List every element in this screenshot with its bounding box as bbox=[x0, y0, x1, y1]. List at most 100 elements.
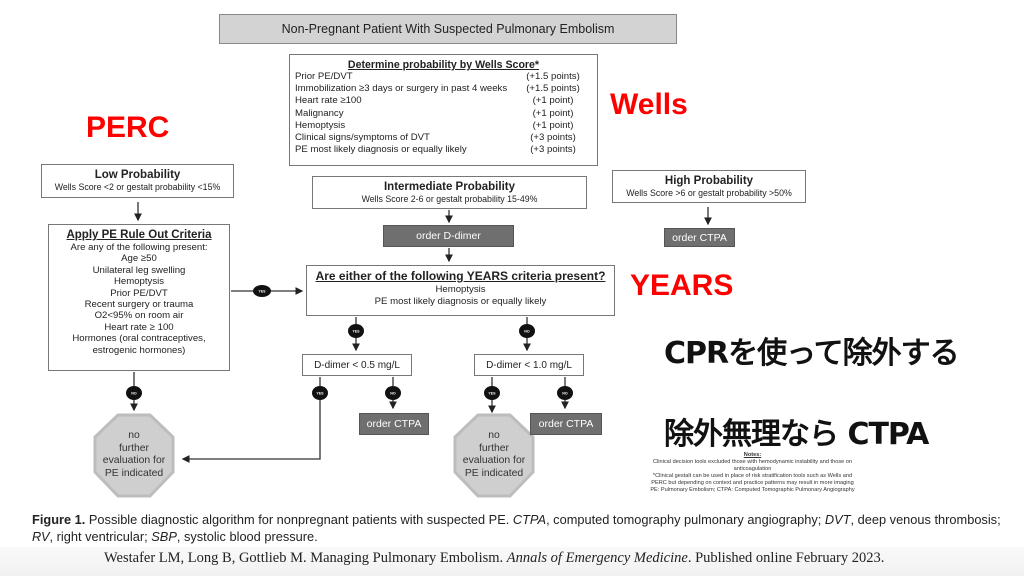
wells-points: (+1.5 points) bbox=[526, 71, 580, 82]
figure-caption: Figure 1. Possible diagnostic algorithm … bbox=[32, 511, 1012, 545]
perc-criterion: Recent surgery or trauma bbox=[84, 299, 194, 311]
caption-text: , right ventricular; bbox=[49, 529, 152, 544]
bubble-label: NO bbox=[131, 392, 137, 396]
low-heading: Low Probability bbox=[94, 169, 181, 181]
stop-line: evaluation for bbox=[102, 455, 166, 466]
years-criterion: PE most likely diagnosis or equally like… bbox=[374, 296, 547, 307]
annotation-rule-out: CPRを使って除外する bbox=[664, 336, 960, 371]
yes-bubble-years bbox=[348, 324, 364, 338]
stop-line: further bbox=[118, 442, 150, 454]
wells-points: (+3 points) bbox=[530, 132, 576, 144]
order-ctpa-box-dd05: order CTPA bbox=[359, 413, 429, 435]
intermediate-probability-box: Intermediate Probability Wells Score 2-6… bbox=[312, 176, 587, 209]
wells-points: (+1 point) bbox=[532, 107, 574, 119]
caption-label: Figure 1. bbox=[32, 512, 86, 527]
high-heading: High Probability bbox=[664, 175, 754, 187]
citation-journal: Annals of Emergency Medicine bbox=[506, 550, 688, 566]
ddimer-0.5-box: D-dimer < 0.5 mg/L bbox=[302, 354, 412, 376]
caption-text: , systolic blood pressure. bbox=[176, 529, 318, 544]
wells-points: (+1 point) bbox=[532, 95, 574, 107]
no-bubble-dd10 bbox=[557, 386, 573, 400]
caption-term: RV bbox=[32, 529, 50, 544]
stop-line: PE indicated bbox=[464, 467, 524, 479]
low-probability-box: Low Probability Wells Score <2 or gestal… bbox=[41, 164, 234, 198]
stop-line: no bbox=[488, 430, 500, 441]
perc-criterion: Unilateral leg swelling bbox=[92, 264, 186, 276]
caption-text: , computed tomography pulmonary angiogra… bbox=[546, 512, 825, 527]
perc-criterion: Age ≥50 bbox=[121, 253, 157, 265]
bubble-label: YES bbox=[258, 290, 266, 294]
order-ctpa-box-dd10: order CTPA bbox=[530, 413, 602, 435]
stop-text-right: no further evaluation for PE indicated bbox=[455, 430, 533, 480]
years-criteria-box: Are either of the following YEARS criter… bbox=[306, 265, 615, 316]
bubble-label: YES bbox=[352, 330, 360, 334]
notes-list: Clinical decision tools excluded those w… bbox=[625, 459, 880, 494]
bubble-label: YES bbox=[488, 392, 496, 396]
citation: Westafer LM, Long B, Gottlieb M. Managin… bbox=[0, 547, 1024, 576]
caption-text: Possible diagnostic algorithm for nonpre… bbox=[85, 512, 513, 527]
high-sub: Wells Score >6 or gestalt probability >5… bbox=[626, 188, 792, 198]
stop-octagon-right bbox=[453, 413, 535, 498]
yes-bubble-dd10 bbox=[484, 386, 500, 400]
wells-heading: Determine probability by Wells Score* bbox=[347, 59, 540, 71]
years-criterion: Hemoptysis bbox=[435, 284, 486, 295]
perc-heading: Apply PE Rule Out Criteria bbox=[66, 229, 212, 241]
perc-criterion: Are any of the following present: bbox=[70, 242, 208, 253]
wells-criterion-row: Clinical signs/symptoms of DVT (+3 points… bbox=[295, 132, 592, 144]
wells-criterion: Prior PE/DVT bbox=[295, 71, 353, 82]
notes-line: *Clinical gestalt can be used in place o… bbox=[652, 473, 853, 479]
order-ctpa-box-high: order CTPA bbox=[664, 228, 735, 247]
notes: Notes: Clinical decision tools excluded … bbox=[625, 452, 880, 494]
perc-criterion: estrogenic hormones) bbox=[92, 344, 186, 356]
bubble-label: NO bbox=[390, 392, 396, 396]
stop-line: evaluation for bbox=[462, 455, 526, 466]
yes-bubble-dd05 bbox=[312, 386, 328, 400]
wells-criterion-row: Hemoptysis(+1 point) bbox=[295, 120, 592, 132]
wells-criterion: Clinical signs/symptoms of DVT bbox=[295, 132, 430, 144]
notes-heading: Notes: bbox=[743, 452, 762, 458]
notes-line: PE: Pulmonary Embolism; CTPA: Computed T… bbox=[650, 487, 855, 493]
annotation-perc: PERC bbox=[86, 111, 170, 144]
stop-line: further bbox=[478, 442, 510, 454]
perc-criterion: Hemoptysis bbox=[113, 276, 165, 288]
low-sub: Wells Score <2 or gestalt probability <1… bbox=[54, 182, 221, 192]
wells-criterion-row: Heart rate ≥100 (+1 point) bbox=[295, 95, 592, 107]
wells-criterion: Malignancy bbox=[295, 107, 344, 119]
perc-criteria-box: Apply PE Rule Out Criteria Are any of th… bbox=[48, 224, 230, 371]
no-bubble-years bbox=[519, 324, 535, 338]
order-ddimer-box: order D-dimer bbox=[383, 225, 514, 247]
wells-criterion: PE most likely diagnosis or equally like… bbox=[295, 144, 467, 156]
wells-criterion-row: PE most likely diagnosis or equally like… bbox=[295, 144, 592, 156]
wells-points: (+1.5 points) bbox=[526, 83, 580, 95]
wells-points: (+3 points) bbox=[530, 144, 576, 156]
bubble-label: NO bbox=[524, 330, 530, 334]
annotation-wells: Wells bbox=[610, 88, 688, 121]
caption-term: CTPA bbox=[512, 512, 547, 527]
intermediate-heading: Intermediate Probability bbox=[383, 181, 515, 193]
annotation-years: YEARS bbox=[630, 269, 734, 302]
wells-criterion: Heart rate ≥100 bbox=[295, 95, 362, 107]
high-probability-box: High Probability Wells Score >6 or gesta… bbox=[612, 170, 806, 203]
wells-criterion: Hemoptysis bbox=[295, 119, 346, 131]
perc-criterion: Heart rate ≥ 100 bbox=[104, 321, 174, 333]
citation-date: . Published online February 2023. bbox=[687, 550, 885, 566]
wells-criterion-row: Prior PE/DVT (+1.5 points) bbox=[295, 71, 592, 83]
wells-criterion: Immobilization ≥3 days or surgery in pas… bbox=[295, 83, 508, 95]
bubble-label: YES bbox=[316, 392, 324, 396]
caption-term: SBP bbox=[151, 529, 177, 544]
bubble-label: NO bbox=[562, 392, 568, 396]
caption-term: DVT bbox=[824, 512, 851, 527]
perc-criteria-list: Are any of the following present:Age ≥50… bbox=[49, 242, 229, 356]
citation-authors: Westafer LM, Long B, Gottlieb M. Managin… bbox=[104, 550, 507, 566]
arrow-dd05-yes-to-stop bbox=[181, 377, 321, 463]
intermediate-sub: Wells Score 2-6 or gestalt probability 1… bbox=[361, 194, 538, 204]
wells-criteria-list: Prior PE/DVT (+1.5 points) Immobilization … bbox=[295, 71, 592, 156]
perc-criterion: Hormones (oral contraceptives, bbox=[72, 333, 206, 345]
stop-octagon-left bbox=[93, 413, 175, 498]
yes-bubble-perc bbox=[253, 285, 271, 297]
annotation-ctpa: 除外無理なら CTPA bbox=[664, 417, 929, 452]
ddimer-1.0-box: D-dimer < 1.0 mg/L bbox=[474, 354, 584, 376]
notes-line: Clinical decision tools excluded those w… bbox=[653, 459, 852, 465]
stop-line: no bbox=[128, 430, 140, 441]
